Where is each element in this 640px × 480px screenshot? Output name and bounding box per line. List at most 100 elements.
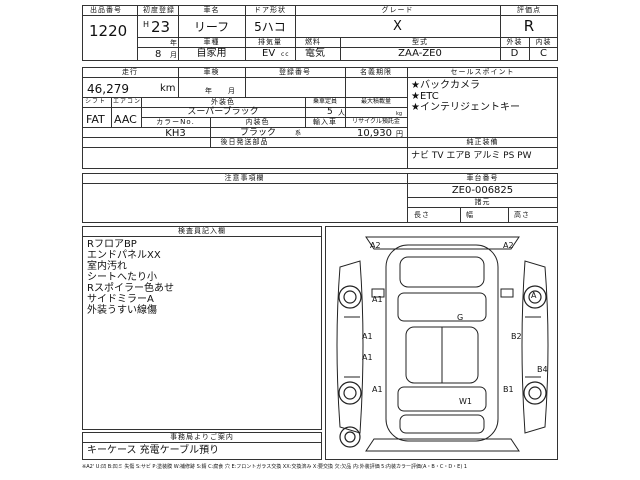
displacement: EV (262, 48, 276, 59)
equipment: ナビ TV エアB アルミ PS PW (411, 151, 532, 161)
car-outline-svg (336, 236, 549, 452)
mileage: 46,279 (87, 82, 129, 96)
damage-mark: B2 (511, 332, 522, 341)
inspector-line: サイドミラーA (87, 294, 154, 305)
car-name: リーフ (193, 20, 230, 34)
frame-number-label: 車台番号 (466, 174, 499, 182)
usage-type: 自家用 (196, 48, 227, 59)
inspector-line: シートへたり小 (87, 272, 157, 283)
notes-label: 注意事項欄 (224, 174, 265, 182)
score-label: 評価点 (517, 6, 541, 14)
sales-point-3: ★インテリジェントキー (411, 102, 520, 113)
reg-number-label: 登録番号 (279, 68, 311, 76)
ac-label: エアコン (113, 98, 142, 105)
air-conditioner: AAC (114, 113, 137, 126)
damage-mark: A1 (362, 332, 373, 341)
notes-section (82, 173, 558, 223)
capacity: 5 (327, 107, 333, 117)
load-unit: kg (396, 111, 403, 117)
model-code: ZAA-ZE0 (398, 48, 442, 59)
fuel: 電気 (305, 48, 325, 59)
lot-number: 1220 (89, 22, 128, 40)
grade: X (393, 19, 402, 34)
disp-unit: cc (281, 51, 290, 58)
color-label: 外装色 (211, 98, 235, 106)
office-section (82, 432, 322, 460)
lot-box (82, 5, 138, 61)
sales-point-2: ★ETC (411, 91, 439, 102)
mileage-unit: km (160, 83, 176, 94)
disp-label: 排気量 (258, 38, 282, 46)
car-name-label: 車名 (203, 6, 220, 14)
inspector-line: 外装うすい線傷 (87, 305, 157, 316)
yen-unit: 円 (396, 130, 404, 138)
color-no-label: カラーNo. (156, 118, 195, 126)
inspection-label: 車検 (203, 68, 220, 76)
damage-mark: A1 (362, 353, 373, 362)
int-color-label: 内装色 (245, 118, 270, 126)
capacity-label: 乗車定員 (312, 98, 337, 105)
fuel-label: 燃料 (305, 38, 321, 46)
damage-mark: A1 (372, 385, 383, 394)
equipment-label: 純正装備 (466, 138, 499, 146)
int-label: 内装 (535, 38, 552, 46)
mileage-label: 走行 (122, 68, 138, 76)
ext-score: D (510, 48, 519, 59)
era: H (143, 20, 150, 29)
lot-label: 出品番号 (90, 6, 122, 14)
inspector-label: 検査員記入欄 (178, 227, 226, 235)
recycle-label: リサイクル預託金 (352, 118, 400, 125)
grade-label: グレード (381, 6, 414, 14)
load-label: 最大積載量 (360, 98, 391, 105)
specs-label: 諸元 (474, 198, 491, 206)
damage-diagram: A2 A2 A A1 G A1 B2 A1 B4 A1 B1 W1 (325, 226, 558, 460)
month-unit: 月 (170, 51, 178, 59)
later-parts-label: 後日発送部品 (220, 138, 269, 146)
inspector-line: Rスポイラー色あせ (87, 283, 174, 294)
damage-mark: A2 (370, 241, 381, 250)
interior-color: ブラック (240, 128, 277, 138)
inspection-year-unit: 年 (205, 87, 213, 95)
damage-mark: A1 (372, 295, 383, 304)
shift-label: シフト (85, 98, 107, 105)
color-number: KH3 (165, 128, 186, 139)
damage-mark: B1 (503, 385, 514, 394)
height-label: 高さ (514, 211, 530, 219)
inspection-month-unit: 月 (228, 87, 236, 95)
damage-mark: B4 (537, 365, 548, 374)
length-label: 長さ (414, 211, 430, 219)
office-note: キーケース 充電ケーブル預り (87, 445, 220, 456)
inspector-line: 室内汚れ (87, 261, 127, 272)
inspector-line: RフロアBP (87, 239, 137, 250)
width-label: 幅 (466, 211, 474, 219)
damage-mark: A (531, 291, 537, 300)
damage-mark: G (457, 313, 464, 322)
sales-point-1: ★バックカメラ (411, 80, 480, 91)
ext-label: 外装 (506, 38, 523, 46)
transfer-label: 名義期限 (360, 68, 392, 76)
recycle-fee: 10,930 (357, 128, 392, 139)
exterior-color: スーパーブラック (187, 107, 259, 117)
door-shape: 5ハコ (254, 20, 286, 34)
frame-number: ZE0-006825 (451, 185, 514, 196)
int-color-unit: 系 (295, 130, 303, 137)
reg-month: 8 (155, 49, 162, 60)
model-label: 型式 (412, 38, 428, 46)
damage-mark: W1 (459, 397, 472, 406)
inspector-line: エンドパネルXX (87, 250, 161, 261)
overall-score: R (523, 17, 535, 35)
type-label: 車種 (203, 38, 220, 46)
int-score: C (540, 48, 547, 59)
inspector-section (82, 226, 322, 430)
import-label: 輸入車 (313, 118, 337, 126)
reg-year: 23 (151, 18, 171, 36)
door-label: ドア形状 (254, 6, 286, 14)
sales-point-label: セールスポイント (450, 68, 515, 76)
office-label: 事務局よりご案内 (170, 433, 234, 441)
capacity-unit: 人 (338, 109, 346, 117)
first-reg-label: 初度登録 (143, 6, 175, 14)
shift: FAT (86, 113, 105, 126)
year-unit: 年 (170, 39, 178, 47)
detail-section (82, 67, 558, 169)
damage-mark: A2 (503, 241, 514, 250)
